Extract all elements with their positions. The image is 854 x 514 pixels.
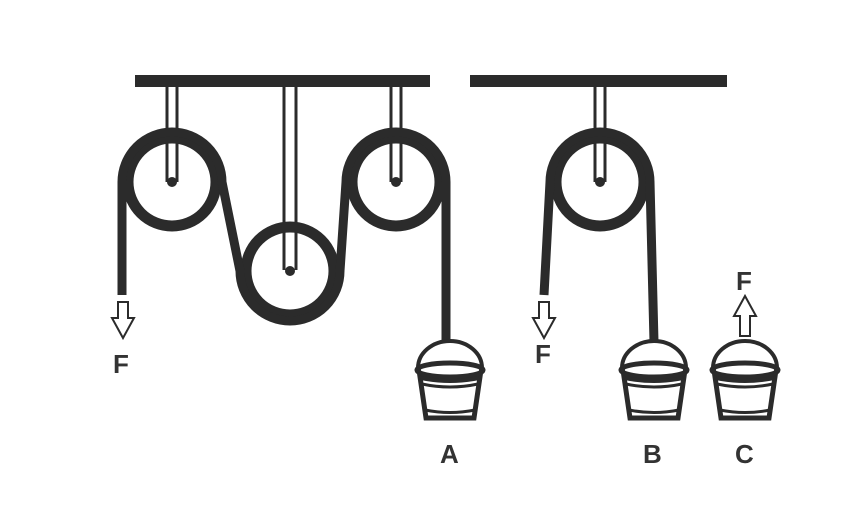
bucket-a <box>414 339 486 421</box>
fixed-pulley-2 <box>346 132 446 232</box>
axle-1 <box>167 177 177 187</box>
hanger-rods-left <box>165 87 403 270</box>
fixed-pulley-1 <box>122 132 222 232</box>
axle-2 <box>391 177 401 187</box>
axle-single <box>595 177 605 187</box>
pulley-system-middle: F <box>470 75 727 369</box>
force-label-middle: F <box>535 339 551 369</box>
arrow-up-icon <box>732 293 758 337</box>
arrow-down-icon <box>531 301 557 341</box>
bucket-icon <box>414 339 486 421</box>
bucket-b <box>618 339 690 421</box>
center-pulley <box>240 221 340 321</box>
bucket-label-c: C <box>735 439 754 469</box>
ceiling-beam-left <box>135 75 430 87</box>
bucket-c <box>709 339 781 421</box>
rope-left <box>117 127 451 342</box>
bucket-icon <box>709 339 781 421</box>
ceiling-beam-right <box>470 75 727 87</box>
single-pulley <box>550 132 650 232</box>
axle-center <box>285 266 295 276</box>
arrow-down-icon <box>110 301 136 341</box>
force-label-right: F <box>736 266 752 296</box>
rope-middle <box>539 127 659 343</box>
bucket-icon <box>618 339 690 421</box>
force-label-left: F <box>113 349 129 379</box>
bucket-label-a: A <box>440 439 459 469</box>
pulley-system-left: F <box>110 75 451 379</box>
bucket-label-b: B <box>643 439 662 469</box>
